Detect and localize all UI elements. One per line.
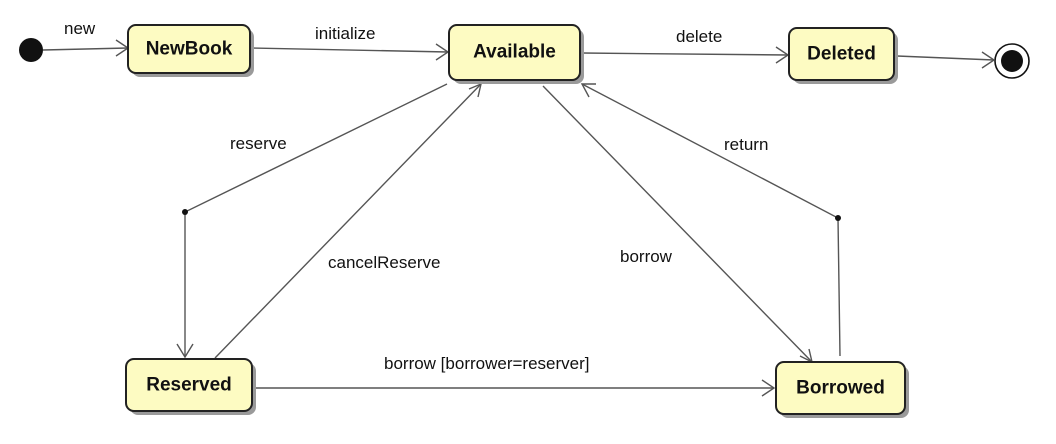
edge-delete bbox=[581, 46, 790, 64]
initial-state bbox=[19, 38, 43, 62]
label-borrow: borrow bbox=[620, 247, 673, 266]
edge-initialize bbox=[251, 43, 450, 61]
final-state bbox=[994, 43, 1030, 79]
state-reserved: Reserved bbox=[125, 358, 256, 415]
state-reserved-label: Reserved bbox=[146, 375, 232, 396]
label-cancel-reserve: cancelReserve bbox=[328, 253, 440, 272]
state-newbook: NewBook bbox=[127, 24, 254, 77]
state-deleted-label: Deleted bbox=[807, 44, 876, 65]
label-return: return bbox=[724, 135, 768, 154]
edge-reserve bbox=[176, 83, 448, 359]
state-borrowed-label: Borrowed bbox=[796, 378, 885, 399]
edge-borrow-reserved bbox=[256, 379, 776, 397]
label-borrow-reserved: borrow [borrower=reserver] bbox=[384, 354, 590, 373]
state-available: Available bbox=[448, 24, 584, 84]
edge-borrow bbox=[542, 85, 814, 364]
label-initialize: initialize bbox=[315, 24, 375, 43]
junction-reserve bbox=[182, 209, 188, 215]
edge-return bbox=[580, 83, 841, 357]
label-new: new bbox=[64, 19, 96, 38]
label-delete: delete bbox=[676, 27, 722, 46]
edge-to-final bbox=[896, 51, 996, 69]
junction-return bbox=[835, 215, 841, 221]
edge-cancel-reserve bbox=[214, 82, 482, 359]
state-newbook-label: NewBook bbox=[146, 39, 233, 60]
label-reserve: reserve bbox=[230, 134, 287, 153]
state-available-label: Available bbox=[473, 42, 556, 63]
edge-new bbox=[42, 39, 130, 57]
state-deleted: Deleted bbox=[788, 27, 898, 84]
state-borrowed: Borrowed bbox=[775, 361, 909, 418]
